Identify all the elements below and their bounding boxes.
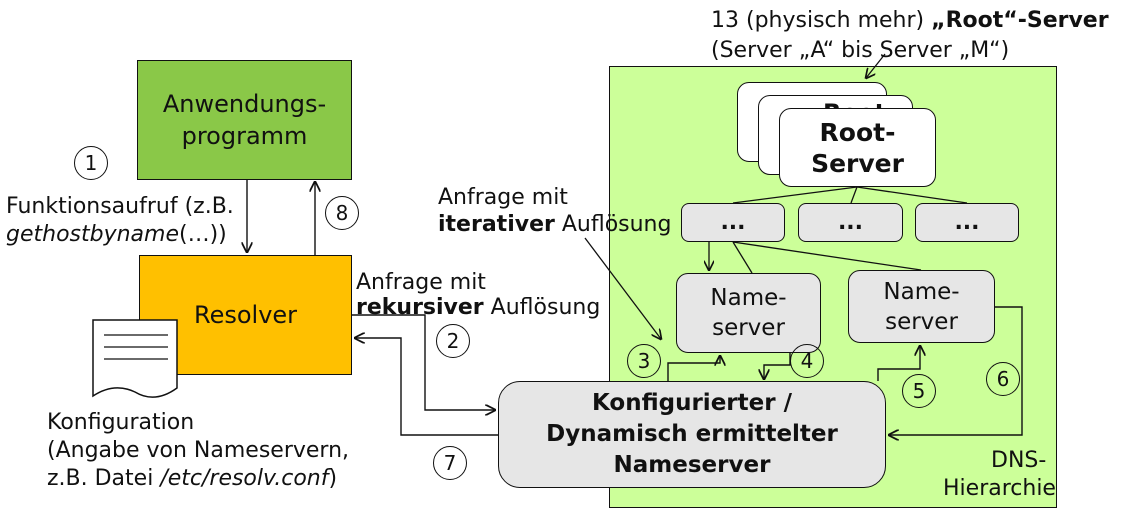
configuration-title: Konfiguration — [47, 410, 195, 435]
step-4: 4 — [790, 344, 824, 378]
app-box-line2: programm — [181, 122, 308, 150]
configured-ns-line3: Nameserver — [613, 452, 771, 478]
function-call-example: gethostbyname(…)) — [6, 222, 227, 247]
nameserver-left: Name- server — [676, 273, 821, 353]
tld-box-3: ... — [915, 203, 1019, 242]
configured-ns-line1: Konfigurierter / — [591, 390, 792, 416]
resolver-box: Resolver — [139, 255, 352, 375]
root-caption-prefix: 13 (physisch mehr) — [711, 8, 932, 33]
step-3: 3 — [627, 344, 661, 378]
configured-nameserver-box: Konfigurierter / Dynamisch ermittelter N… — [498, 381, 886, 488]
dns-label-line1: DNS- — [991, 448, 1047, 473]
step-5: 5 — [902, 374, 936, 408]
root-server-line1: Root- — [819, 117, 896, 147]
root-server-box: Root- Server — [779, 108, 936, 187]
root-server-range: (Server „A“ bis Server „M“) — [711, 38, 1010, 63]
function-call-label: Funktionsaufruf (z.B. — [6, 194, 234, 219]
recursive-query-label-2: rekursiver Auflösung — [356, 295, 601, 320]
step-1: 1 — [74, 146, 108, 180]
configured-ns-line2: Dynamisch ermittelter — [546, 421, 838, 447]
step-2: 2 — [436, 324, 470, 358]
tld-box-1: ... — [681, 203, 785, 242]
tld-box-2: ... — [798, 203, 903, 242]
configuration-desc: (Angabe von Nameservern, — [47, 438, 350, 463]
nameserver-right: Name- server — [848, 270, 995, 343]
root-caption-bold: „Root“-Server — [931, 8, 1109, 33]
dns-label-line2: Hierarchie — [943, 476, 1056, 501]
iterative-query-label: Anfrage mit — [438, 185, 568, 210]
recursive-query-label: Anfrage mit — [356, 270, 486, 295]
root-server-line2: Server — [811, 148, 904, 178]
configuration-file: z.B. Datei /etc/resolv.conf) — [47, 466, 338, 491]
resolver-label: Resolver — [193, 301, 298, 329]
step-8: 8 — [325, 196, 359, 230]
step-7: 7 — [433, 446, 467, 480]
step-6: 6 — [986, 362, 1020, 396]
app-box-line1: Anwendungs- — [162, 90, 327, 118]
application-program-box: Anwendungs- programm — [137, 60, 352, 180]
root-server-caption: 13 (physisch mehr) „Root“-Server — [711, 8, 1109, 34]
iterative-query-label-2: iterativer Auflösung — [438, 212, 672, 237]
